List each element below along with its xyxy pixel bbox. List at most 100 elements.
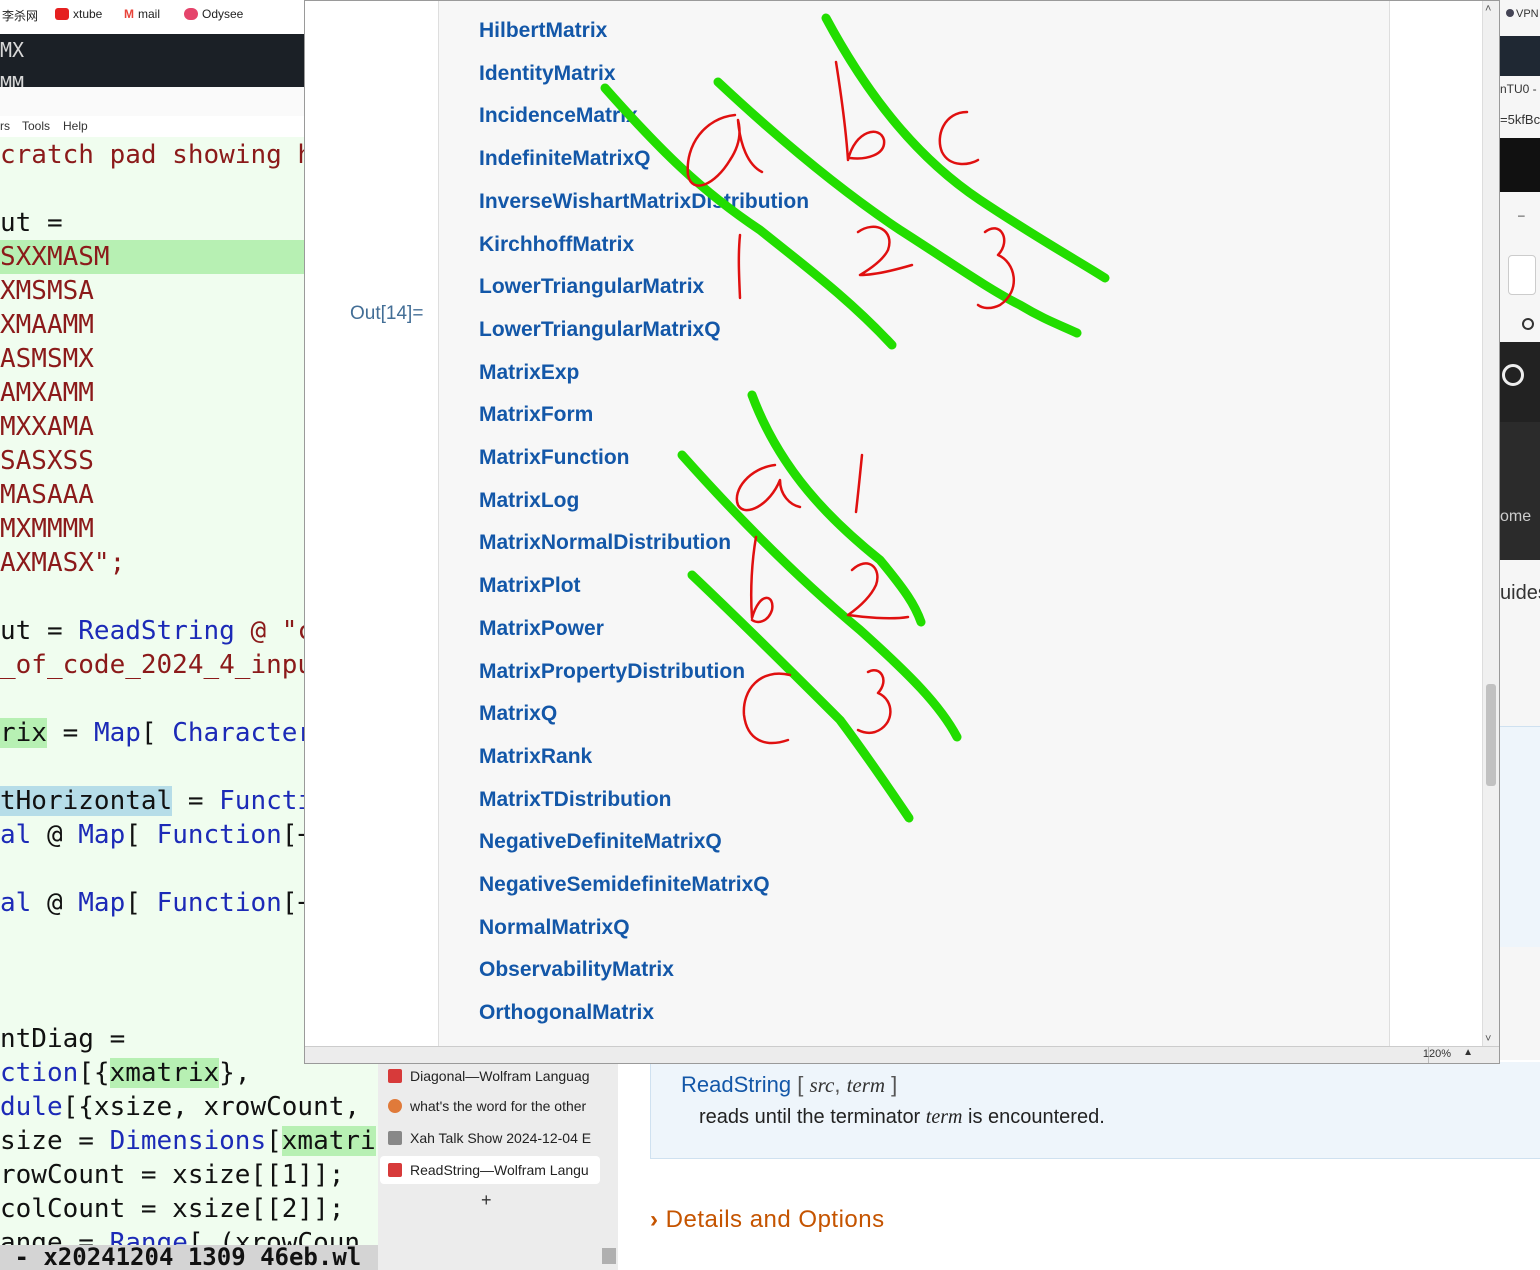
tab-readstring[interactable]: ReadString—Wolfram Langu [380,1156,600,1184]
code-line: al @ Map[ Function[+ [0,820,314,850]
tab-diagonal[interactable]: Diagonal—Wolfram Languag [380,1062,600,1090]
minimize-icon[interactable]: – [1518,208,1525,222]
code-line: ange = Range[ (xrowCoun [0,1228,361,1245]
tab-label: what's the word for the other [410,1098,587,1114]
code-line: al @ Map[ Function[+ [0,888,314,918]
bookmark-label: 李杀网 [2,9,39,23]
code-line: ASMSMX [0,344,94,374]
function-link[interactable]: MatrixPower [479,616,604,640]
bookmarks-bar: 李杀网 xtube M mail Odysee [0,0,305,34]
chevron-right-icon: › [650,1206,659,1233]
menu-item-partial[interactable]: rs [0,119,10,133]
function-link[interactable]: NormalMatrixQ [479,915,630,939]
code-line: size = Dimensions[xmatri [0,1126,376,1156]
function-link[interactable]: MatrixPlot [479,574,581,598]
window-title-fragment: nTU0 - [1500,82,1537,96]
gmail-icon: M [124,7,134,21]
function-link[interactable]: MatrixExp [479,360,580,384]
output-label: Out[14]= [350,303,424,324]
notebook-statusbar: 120% ▲ [305,1046,1499,1063]
function-link[interactable]: MatrixQ [479,702,558,726]
editor-tab-text: MX [0,38,25,62]
tab-whats-the-word[interactable]: what's the word for the other [380,1092,600,1120]
tab-label: ReadString—Wolfram Langu [410,1162,589,1178]
function-link[interactable]: MatrixForm [479,403,594,427]
code-line: rix = Map[ Character [0,718,314,748]
function-link[interactable]: HilbertMatrix [479,19,608,42]
scrollbar-thumb[interactable] [1486,684,1496,786]
code-line: XMAAMM [0,310,94,340]
code-line: cratch pad showing h [0,140,314,170]
function-name-link[interactable]: ReadString [681,1072,792,1097]
browser-right-edge: VPN nTU0 - =5kfBc – ome uides [1500,0,1540,1060]
zoom-level[interactable]: 120% [1422,1048,1451,1060]
usage-box-fragment [1500,726,1540,947]
vpn-button[interactable]: VPN [1506,8,1539,20]
bookmark-xtube[interactable]: xtube [55,7,102,21]
bookmark-mail[interactable]: M mail [124,7,160,21]
browser-tab-list: Diagonal—Wolfram Languag what's the word… [378,1062,618,1270]
new-tab-button[interactable]: + [481,1190,492,1210]
function-link[interactable]: NegativeSemidefiniteMatrixQ [479,873,770,896]
chevron-right-icon[interactable] [1508,255,1536,295]
vpn-icon [1506,9,1514,17]
editor-modeline: - x20241204 1309 46eb.wl [0,1245,378,1270]
doc-page: ReadString [ src, term ] reads until the… [618,1062,1540,1270]
odysee-icon [184,8,198,20]
function-link[interactable]: ObservabilityMatrix [479,958,674,982]
bookmark-label: xtube [73,7,103,21]
code-line: ut = ReadString @ "c [0,616,314,646]
function-signature: ReadString [ src, term ] [681,1072,898,1097]
usage-box: ReadString [ src, term ] reads until the… [650,1062,1540,1159]
menu-item-help[interactable]: Help [63,119,88,133]
code-line: SASXSS [0,446,94,476]
document-icon [388,1131,402,1145]
bookmark-lishawang[interactable]: 李杀网 [2,7,38,24]
video-area [1500,138,1540,192]
function-link[interactable]: MatrixTDistribution [479,787,672,811]
function-link[interactable]: LowerTriangularMatrix [479,275,705,299]
zoom-menu-icon[interactable]: ▲ [1463,1047,1473,1058]
menu-item-tools[interactable]: Tools [22,119,51,133]
function-link[interactable]: MatrixPropertyDistribution [479,659,746,683]
chevron-up-icon[interactable]: ˄ [1485,3,1492,15]
code-line: ntDiag = [0,1024,126,1054]
editor-toolbar [0,87,305,116]
function-link[interactable]: LowerTriangularMatrixQ [479,317,721,341]
code-line: dule[{xsize, xrowCount, [0,1092,361,1122]
code-line: rowCount = xsize[[1]]; [0,1160,345,1190]
function-link[interactable]: InverseWishartMatrixDistribution [479,189,810,213]
search-banner [1500,342,1540,422]
video-thumbnail [1500,36,1540,76]
chevron-down-icon[interactable]: ˅ [1485,1033,1492,1045]
function-link[interactable]: MatrixLog [479,488,580,512]
guides-fragment: uides [1500,582,1540,604]
account-icon[interactable] [1522,318,1534,330]
code-line: colCount = xsize[[2]]; [0,1194,345,1224]
function-link[interactable]: NegativeDefiniteMatrixQ [479,830,722,854]
function-link[interactable]: KirchhoffMatrix [479,232,635,256]
tab-list-scrollbar[interactable] [602,1248,616,1264]
details-and-options-toggle[interactable]: › Details and Options [650,1206,885,1234]
code-line: MXXAMA [0,412,94,442]
notebook-scrollbar[interactable]: ˄ ˅ [1482,1,1499,1049]
function-link[interactable]: MatrixRank [479,744,593,768]
arg-term: term [846,1073,886,1097]
search-icon[interactable] [1502,364,1524,386]
code-line: XMSMSA [0,276,94,306]
function-link[interactable]: MatrixNormalDistribution [479,531,732,555]
code-line: MASAAA [0,480,94,510]
function-description: reads until the terminator term is encou… [699,1106,1105,1128]
function-link[interactable]: OrthogonalMatrix [479,1001,655,1025]
youtube-icon [55,8,69,20]
arg-src: src [809,1073,835,1097]
editor-tabbar: MX MM [0,34,305,87]
code-line: tHorizontal = Functi [0,786,314,816]
tab-xah-talk-show[interactable]: Xah Talk Show 2024-12-04 E [380,1124,600,1152]
function-link[interactable]: IndefiniteMatrixQ [479,147,651,171]
function-link[interactable]: IncidenceMatrix [479,104,638,128]
code-line: AXMASX"; [0,548,126,578]
bookmark-odysee[interactable]: Odysee [184,7,243,21]
function-link[interactable]: MatrixFunction [479,446,630,469]
function-link[interactable]: IdentityMatrix [479,61,616,85]
